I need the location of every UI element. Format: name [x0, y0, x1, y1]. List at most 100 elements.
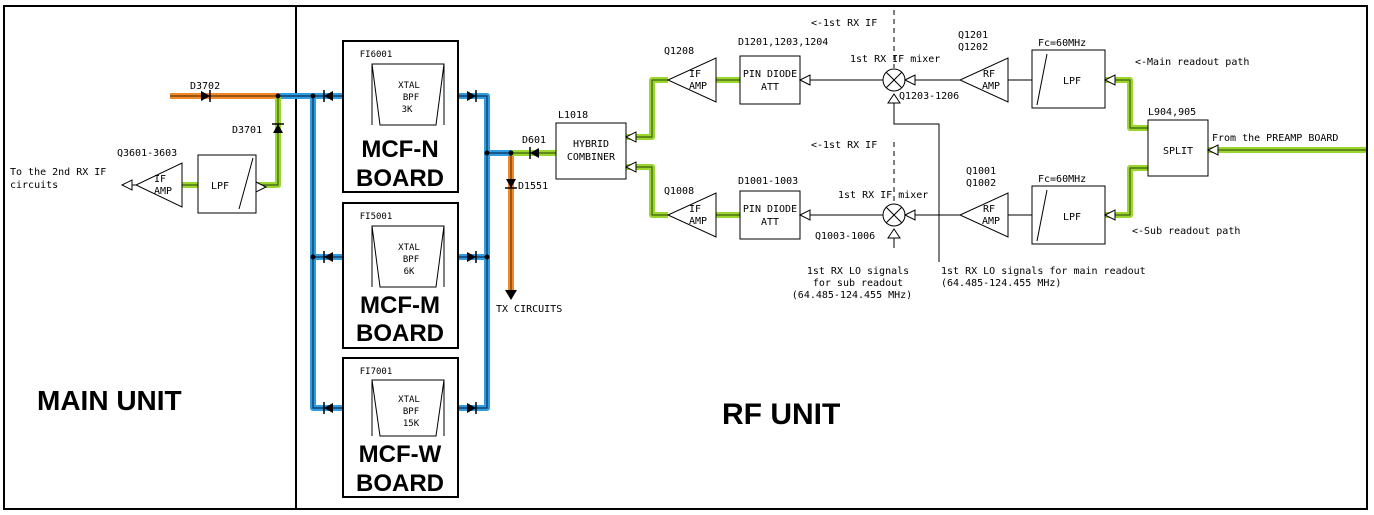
svg-text:HYBRID: HYBRID — [573, 139, 609, 150]
green-path-main-if — [626, 77, 668, 140]
svg-text:PIN DIODE: PIN DIODE — [743, 204, 797, 215]
diode-mcfw-out — [467, 402, 477, 414]
svg-text:(64.485-124.455 MHz): (64.485-124.455 MHz) — [792, 290, 912, 301]
svg-text:FI7001: FI7001 — [360, 367, 393, 377]
svg-text:3K: 3K — [402, 105, 413, 115]
svg-text:ATT: ATT — [761, 217, 779, 228]
main-path-if-amp: IF AMP — [666, 57, 717, 103]
svg-text:BPF: BPF — [403, 407, 419, 417]
svg-text:1st RX IF mixer: 1st RX IF mixer — [850, 54, 940, 65]
diode-mcfn-in — [323, 90, 333, 102]
svg-text:From the PREAMP BOARD: From the PREAMP BOARD — [1212, 133, 1338, 144]
main-path-mixer — [882, 68, 916, 104]
svg-text:PIN DIODE: PIN DIODE — [743, 69, 797, 80]
diode-mcfm-out — [467, 251, 477, 263]
sub-path-mixer — [882, 203, 916, 239]
svg-text:D1001-1003: D1001-1003 — [738, 176, 798, 187]
svg-text:RF: RF — [983, 204, 995, 215]
mcf-m-title-1: MCF-M — [360, 292, 440, 319]
hybrid-combiner: HYBRID COMBINER — [555, 122, 637, 180]
svg-text:BPF: BPF — [403, 93, 419, 103]
svg-text:IF: IF — [689, 204, 701, 215]
svg-text:1st RX LO signals for main rea: 1st RX LO signals for main readout — [941, 266, 1146, 277]
svg-text:Fc=60MHz: Fc=60MHz — [1038, 38, 1086, 49]
svg-text:L904,905: L904,905 — [1148, 107, 1196, 118]
svg-text:AMP: AMP — [689, 216, 707, 227]
green-path-sub-split — [1105, 165, 1148, 218]
sub-path-att: PIN DIODE ATT — [739, 190, 811, 240]
green-path-main-unit — [256, 96, 281, 188]
svg-text:LPF: LPF — [1063, 212, 1081, 223]
lo-main-wire — [893, 100, 940, 262]
sub-path-rf-amp: RF AMP — [958, 192, 1009, 238]
svg-text:XTAL: XTAL — [398, 395, 420, 405]
mcf-n-ref: FI6001 — [360, 50, 393, 60]
green-path-sub-if — [626, 164, 668, 218]
svg-text:COMBINER: COMBINER — [567, 152, 616, 163]
green-path-main-split — [1105, 77, 1148, 131]
label-d1551: D1551 — [518, 181, 548, 192]
rf-unit-title: RF UNIT — [722, 398, 840, 431]
main-unit-lpf: LPF — [197, 154, 268, 214]
diode-mcfn-out — [467, 90, 477, 102]
split-block: SPLIT — [1147, 119, 1219, 177]
label-out-1: To the 2nd RX IF — [10, 167, 106, 178]
svg-text:<-1st RX IF: <-1st RX IF — [811, 140, 877, 151]
main-unit-title: MAIN UNIT — [37, 385, 182, 416]
output-arrow — [120, 179, 133, 191]
svg-text:<-1st RX IF: <-1st RX IF — [811, 18, 877, 29]
svg-text:Q1203-1206: Q1203-1206 — [899, 91, 959, 102]
svg-text:6K: 6K — [404, 267, 415, 277]
mcf-n-title-1: MCF-N — [361, 136, 438, 163]
junctions — [275, 93, 514, 260]
svg-text:Q1001: Q1001 — [966, 166, 996, 177]
main-unit-if-amp: IF AMP — [134, 162, 183, 208]
svg-text:1st RX LO signals: 1st RX LO signals — [807, 266, 909, 277]
svg-text:AMP: AMP — [689, 81, 707, 92]
svg-text:Q1208: Q1208 — [664, 46, 694, 57]
outer-frame — [3, 5, 1368, 510]
diode-d1551 — [505, 179, 517, 189]
mcf-w-title-1: MCF-W — [359, 441, 442, 468]
svg-text:XTAL: XTAL — [398, 81, 420, 91]
mcf-n-title-2: BOARD — [356, 165, 444, 192]
main-path-lpf: LPF — [1031, 49, 1116, 109]
svg-text:LPF: LPF — [1063, 76, 1081, 87]
label-l1018: L1018 — [558, 110, 588, 121]
diode-d601 — [529, 147, 539, 159]
svg-text:BPF: BPF — [403, 255, 419, 265]
tx-arrow — [505, 290, 517, 300]
svg-text:Q1008: Q1008 — [664, 186, 694, 197]
svg-text:AMP: AMP — [982, 81, 1000, 92]
main-if-amp-label-2: AMP — [154, 186, 172, 197]
label-out-2: circuits — [10, 180, 58, 191]
svg-text:Q1002: Q1002 — [966, 178, 996, 189]
label-d3701: D3701 — [232, 125, 262, 136]
svg-text:FI5001: FI5001 — [360, 212, 393, 222]
main-lpf-label: LPF — [211, 181, 229, 192]
label-q3601: Q3601-3603 — [117, 148, 177, 159]
svg-text:Q1003-1006: Q1003-1006 — [815, 231, 875, 242]
label-tx: TX CIRCUITS — [496, 304, 562, 315]
svg-text:Fc=60MHz: Fc=60MHz — [1038, 174, 1086, 185]
svg-text:ATT: ATT — [761, 82, 779, 93]
svg-text:AMP: AMP — [982, 216, 1000, 227]
diodes — [201, 90, 539, 414]
diode-d3701 — [272, 123, 284, 133]
svg-text:1st RX IF mixer: 1st RX IF mixer — [838, 190, 928, 201]
sub-path-lpf: LPF — [1031, 185, 1116, 245]
svg-text:for sub readout: for sub readout — [813, 278, 903, 289]
svg-text:IF: IF — [689, 69, 701, 80]
diode-mcfm-in — [323, 251, 333, 263]
svg-text:RF: RF — [983, 69, 995, 80]
mcf-w-title-2: BOARD — [356, 470, 444, 497]
label-d601: D601 — [522, 135, 546, 146]
mcf-n-board: FI6001 XTAL BPF 3K MCF-N BOARD — [342, 40, 459, 193]
main-if-amp-label-1: IF — [154, 174, 166, 185]
svg-text:(64.485-124.455 MHz): (64.485-124.455 MHz) — [941, 278, 1061, 289]
sub-path-if-amp: IF AMP — [666, 192, 717, 238]
svg-text:<-Main readout path: <-Main readout path — [1135, 57, 1249, 68]
mcf-m-title-2: BOARD — [356, 320, 444, 347]
label-d3702: D3702 — [190, 81, 220, 92]
